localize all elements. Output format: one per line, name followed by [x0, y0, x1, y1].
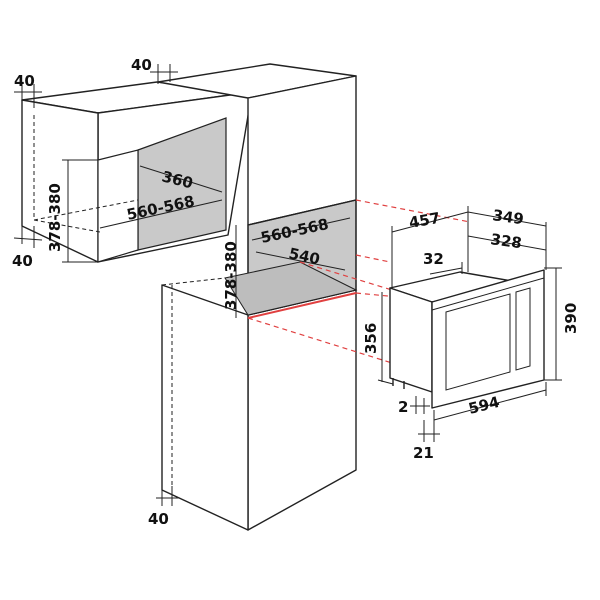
label-col-378-380: 378-380 — [222, 241, 240, 310]
label-mw-21: 21 — [413, 444, 434, 462]
tall-cabinet-lower-front — [247, 289, 357, 531]
label-wall-bottom-40: 40 — [12, 252, 33, 270]
label-mw-390: 390 — [562, 303, 580, 334]
label-top-left-40: 40 — [14, 72, 35, 90]
label-mw-457: 457 — [408, 209, 442, 232]
wall-cabinet-cavity-left — [97, 149, 139, 263]
projection-line-1 — [355, 199, 471, 223]
label-mw-349: 349 — [491, 206, 525, 228]
microwave-foot-base — [377, 379, 394, 385]
label-top-center-40: 40 — [131, 56, 152, 74]
wall-cabinet-hidden-line-2 — [33, 199, 139, 221]
tall-cabinet-hidden-line-2 — [161, 277, 226, 286]
microwave-door-window — [445, 293, 511, 391]
microwave — [377, 269, 545, 409]
microwave-top-strip — [431, 277, 545, 311]
label-col-bottom-40: 40 — [148, 510, 169, 528]
projection-line-2 — [355, 254, 391, 263]
label-mw-328: 328 — [489, 230, 523, 252]
dimension-lines — [13, 64, 562, 506]
microwave-body-side — [389, 287, 433, 393]
label-mw-356: 356 — [362, 323, 380, 354]
tall-cabinet-lower-side — [161, 284, 249, 531]
label-wall-378-380: 378-380 — [46, 183, 64, 252]
label-mw-32: 32 — [423, 250, 444, 268]
tall-cabinet-upper-front — [247, 75, 357, 226]
projection-line-4 — [247, 317, 393, 364]
label-mw-2: 2 — [398, 398, 408, 416]
niche-bottom-marker — [247, 292, 357, 319]
projection-line-3 — [299, 261, 393, 291]
tall-cabinet — [157, 63, 358, 531]
microwave-control-panel — [515, 287, 531, 371]
